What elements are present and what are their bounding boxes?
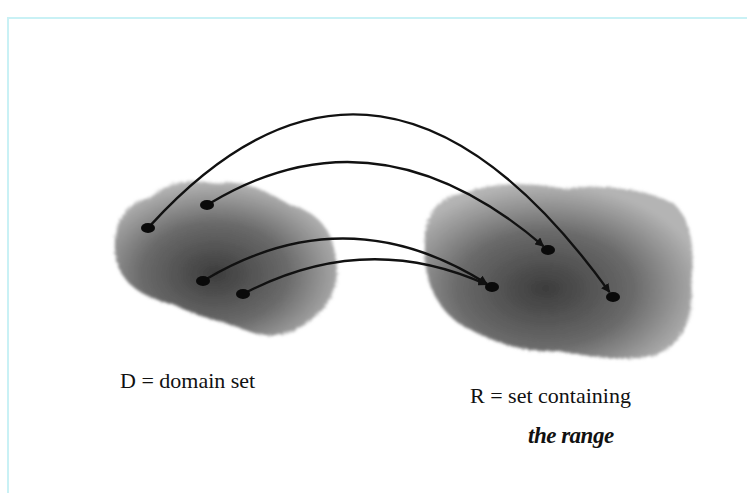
set-sublabel: the range	[528, 422, 614, 450]
blob-fill	[115, 181, 337, 335]
set-region: R = set containingthe range	[415, 175, 695, 365]
set-label: D = domain set	[120, 368, 255, 394]
frame-border	[8, 18, 747, 493]
set-label: R = set containing	[470, 383, 631, 409]
blob-shape	[105, 170, 345, 350]
blob-shape	[415, 175, 695, 365]
set-region: D = domain set	[105, 170, 345, 350]
blob-fill	[425, 184, 693, 358]
